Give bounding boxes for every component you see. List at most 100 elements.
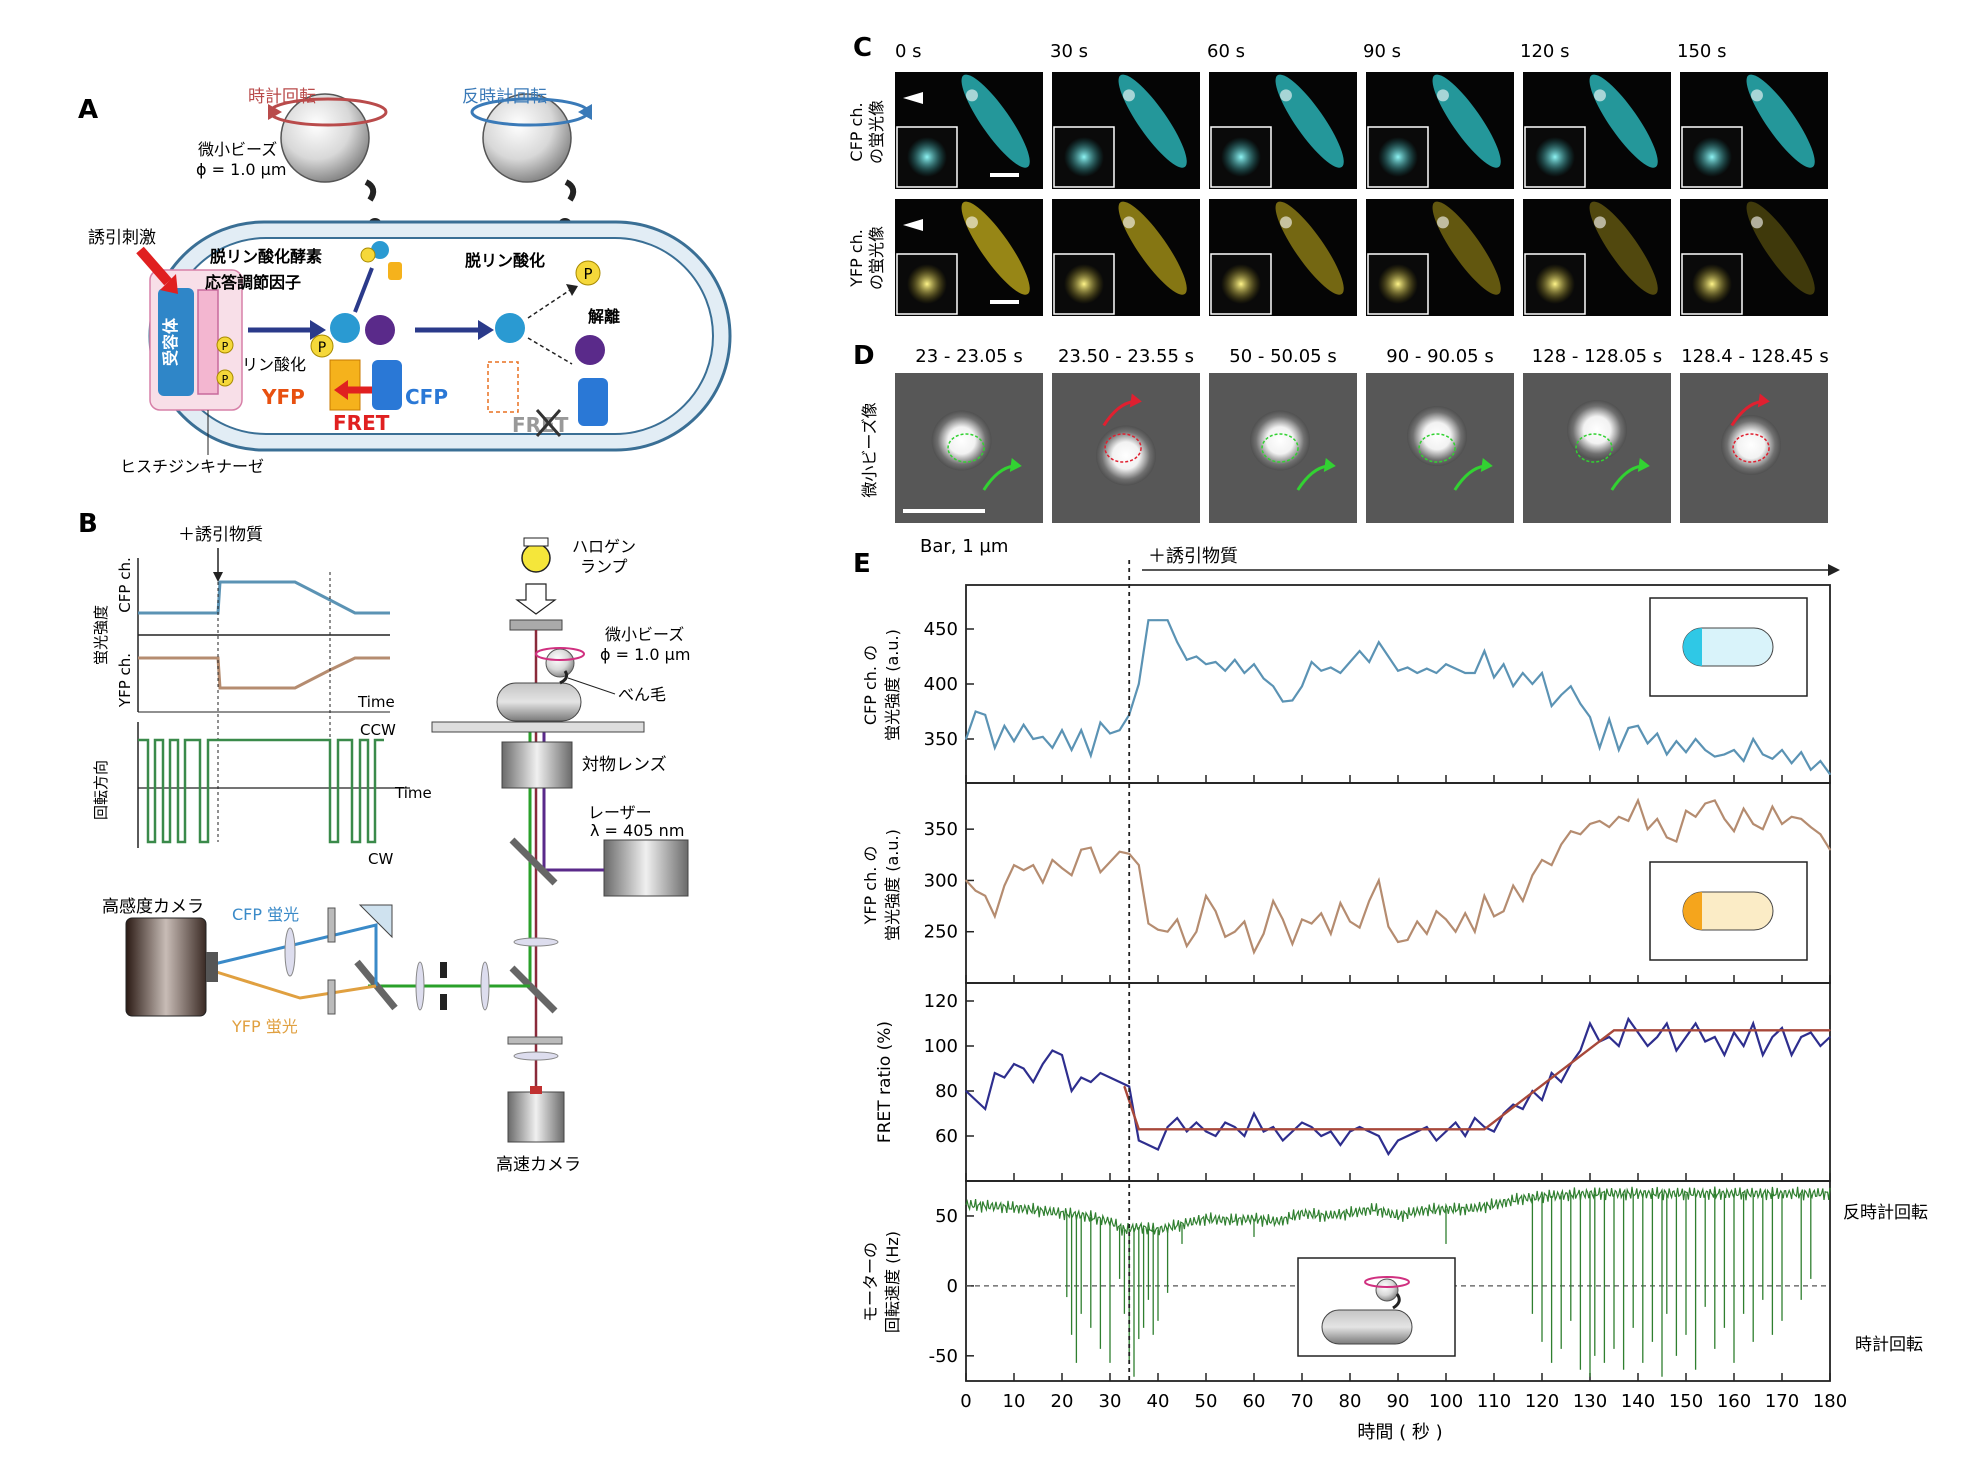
data-point: [1272, 900, 1274, 902]
response-regulator-label: 応答調節因子: [205, 273, 301, 292]
data-point: [1166, 619, 1169, 621]
p-free-label: P: [583, 265, 592, 283]
x-tick-label: 80: [1339, 1391, 1362, 1412]
cell-fluor: [1118, 201, 1187, 295]
data-point: [1675, 1049, 1678, 1052]
stimulus-arrow: [136, 246, 172, 286]
data-point: [1675, 740, 1678, 742]
data-point: [1032, 738, 1034, 740]
x-tick-label: 150: [1669, 1391, 1703, 1412]
data-point: [1349, 920, 1351, 923]
inset-spot: [1535, 264, 1575, 304]
ccw-label-e: 反時計回転: [1843, 1203, 1928, 1223]
receptor-block: [158, 288, 194, 396]
panel-c-time-2: 60 s: [1207, 41, 1245, 62]
cell-fluor: [961, 74, 1030, 168]
cell-fluor: [1275, 201, 1344, 295]
data-point: [1493, 915, 1495, 918]
data-point: [1128, 852, 1130, 855]
y-tick-label: 60: [935, 1126, 958, 1147]
data-point: [1723, 1054, 1726, 1056]
bead-image-4: [1523, 373, 1671, 523]
ccw-arrowhead-icon: [578, 104, 592, 120]
flagellum-hook-left: [364, 179, 377, 202]
dissociation-label: 解離: [588, 307, 620, 326]
data-point: [1483, 1126, 1486, 1128]
y-tick-label: -50: [929, 1346, 958, 1367]
micrograph-cfp-3: [1366, 72, 1514, 189]
data-point: [1426, 932, 1428, 935]
data-point: [1224, 936, 1226, 938]
data-point: [1589, 1022, 1591, 1025]
data-point: [1406, 939, 1409, 941]
data-point: [1282, 918, 1284, 921]
data-point: [1598, 820, 1601, 822]
data-point: [1608, 718, 1610, 720]
data-point: [1762, 1054, 1764, 1056]
p-regulator-label: P: [318, 340, 326, 356]
data-point: [1666, 1022, 1668, 1025]
inset-spot: [1221, 137, 1261, 177]
micrograph-cfp-1: [1052, 72, 1200, 189]
y-tick-label: 250: [924, 922, 958, 943]
bead-size-label-b: ϕ = 1.0 µm: [600, 645, 690, 664]
data-point: [1378, 641, 1380, 643]
data-point: [1819, 1045, 1822, 1047]
bead-image-3: [1366, 373, 1514, 523]
data-point: [1406, 666, 1409, 669]
panel-d-row-label: 微小ビーズ像: [860, 402, 879, 497]
panel-c-images: [895, 72, 1828, 316]
inset-cfp: [1649, 597, 1808, 697]
data-point: [1320, 1135, 1322, 1137]
data-point: [1099, 1072, 1102, 1074]
data-point: [1070, 749, 1073, 751]
bead-spot: [1096, 425, 1156, 486]
objective-label: 対物レンズ: [582, 755, 667, 775]
panel-d-time-0: 23 - 23.05 s: [915, 346, 1022, 367]
inset-spot: [1378, 264, 1418, 304]
bead-trajectory: [1104, 433, 1142, 463]
data-point: [1397, 1139, 1399, 1142]
pole-spot: [965, 89, 978, 102]
data-point: [1128, 1085, 1130, 1088]
panel-d-images: [895, 373, 1828, 523]
x-tick-label: 20: [1051, 1391, 1074, 1412]
data-point: [1320, 670, 1322, 672]
data-point: [1186, 1130, 1188, 1133]
p-kinase-1-label: P: [222, 340, 229, 353]
data-point: [1310, 1126, 1313, 1128]
ylabel-e2-line1: YFP ch. の: [861, 846, 880, 926]
flagellum-label: べん毛: [618, 685, 666, 704]
x-tick-label: 70: [1291, 1391, 1314, 1412]
data-point: [1646, 828, 1649, 830]
data-point: [1771, 758, 1774, 760]
data-point: [1358, 926, 1361, 929]
pole-spot: [1122, 89, 1135, 102]
x-tick-label: 30: [1099, 1391, 1122, 1412]
pole-spot: [1122, 216, 1135, 229]
data-point: [1752, 823, 1754, 825]
data-point: [1234, 1126, 1236, 1128]
data-point: [994, 915, 996, 918]
data-point: [1550, 705, 1553, 707]
dichroic-2: [509, 965, 558, 1014]
data-point: [1618, 1045, 1620, 1047]
dephospho-dashed-arrow: [527, 289, 571, 319]
halogen-label-2: ランプ: [580, 557, 628, 576]
data-point: [1123, 1085, 1126, 1088]
data-point: [1109, 861, 1111, 863]
panel-c-time-0: 0 s: [895, 41, 922, 62]
data-point: [1003, 725, 1006, 727]
panel-c-time-4: 120 s: [1520, 41, 1569, 62]
data-point: [1214, 1135, 1217, 1137]
highspeed-camera: [507, 1091, 565, 1143]
cfp-label: CFP: [405, 385, 448, 409]
data-point: [1138, 1128, 1140, 1131]
stage-plate: [431, 721, 645, 733]
data-point: [1512, 685, 1514, 687]
attractant-arrowhead-e-icon: [1828, 564, 1840, 576]
data-point: [1742, 1045, 1745, 1047]
data-point: [1627, 820, 1630, 822]
